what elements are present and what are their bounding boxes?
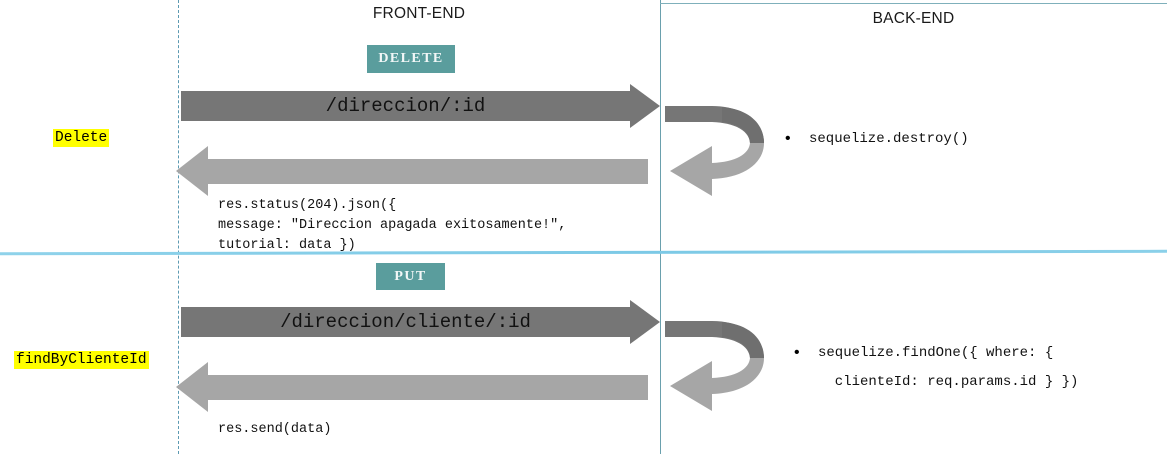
section-divider [0, 249, 1167, 256]
arrow-head [630, 84, 660, 128]
bullet-icon: • [792, 344, 802, 362]
arrow-shaft [181, 307, 630, 337]
response-code-delete: res.status(204).json({ message: "Direcci… [218, 198, 567, 253]
arrow-shaft [208, 159, 648, 184]
row-label-delete: Delete [53, 129, 110, 147]
response-arrow-delete [176, 146, 648, 196]
response-arrow-put [176, 362, 648, 412]
request-arrow-delete: /direccion/:id [181, 84, 660, 128]
backend-call-put: • sequelize.findOne({ where: { clienteId… [792, 339, 1078, 397]
request-arrow-put: /direccion/cliente/:id [181, 300, 660, 344]
route-label-delete: /direccion/:id [325, 95, 486, 117]
frontend-panel-title: FRONT-END [372, 5, 466, 22]
method-badge-delete[interactable]: DELETE [367, 45, 455, 73]
row-label-findbyclienteid: findByClienteId [14, 351, 149, 369]
backend-call-label: sequelize.findOne({ where: { clienteId: … [818, 345, 1079, 390]
method-badge-put[interactable]: PUT [376, 263, 445, 290]
backend-top-border [660, 3, 1167, 4]
bullet-icon: • [783, 130, 793, 148]
route-label-put: /direccion/cliente/:id [280, 311, 531, 333]
arrow-shaft [208, 375, 648, 400]
uturn-arrow-put [662, 303, 766, 413]
uturn-icon [665, 92, 764, 196]
uturn-arrow-delete [662, 88, 766, 198]
backend-left-border [660, 0, 661, 454]
backend-call-delete: • sequelize.destroy() [783, 125, 969, 154]
backend-call-label: sequelize.destroy() [809, 131, 969, 147]
arrow-shaft [181, 91, 630, 121]
frontend-left-boundary [178, 0, 179, 454]
arrow-head [176, 146, 208, 196]
backend-panel-title: BACK-END [872, 10, 955, 27]
uturn-icon [665, 307, 764, 411]
response-code-put: res.send(data) [218, 422, 332, 437]
arrow-head [630, 300, 660, 344]
arrow-head [176, 362, 208, 412]
